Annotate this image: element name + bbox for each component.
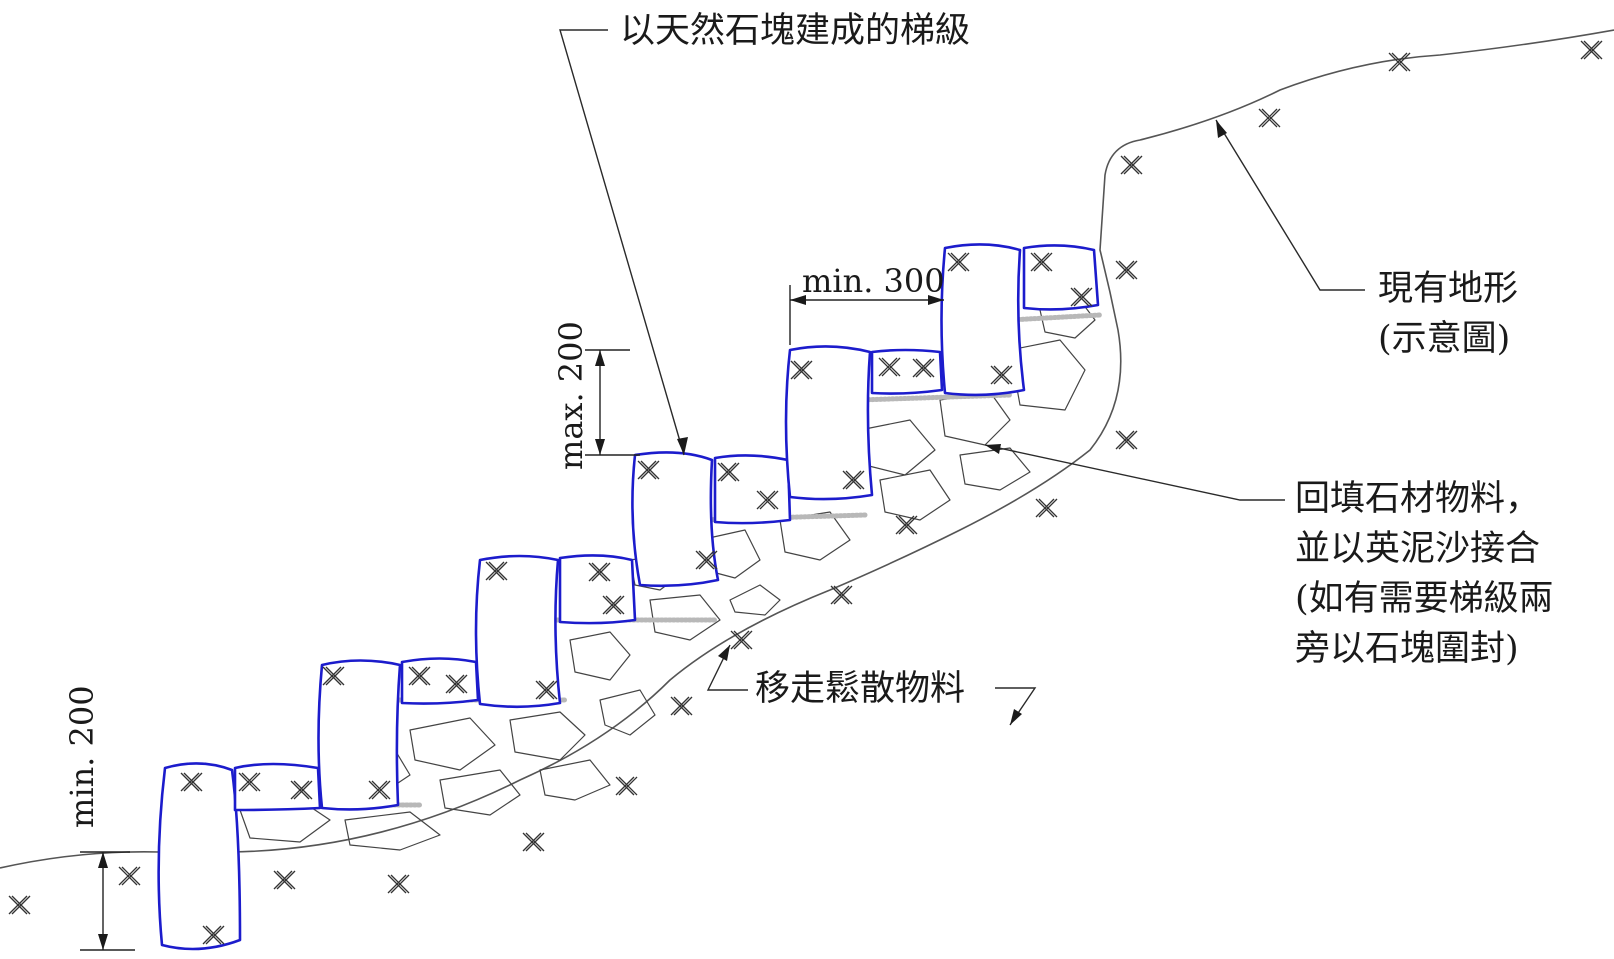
hatch-mark — [670, 696, 693, 716]
leader-steps: 以天然石塊建成的梯級 — [559, 11, 970, 456]
leader-terrain: 現有地形 (示意圖) — [1215, 119, 1518, 359]
stone-riser-3 — [474, 554, 562, 709]
hatch-mark — [830, 585, 853, 605]
leader-remove-loose: 移走鬆散物料 — [706, 644, 1037, 726]
hatch-mark — [238, 772, 261, 792]
stone-tread-5 — [870, 348, 944, 395]
hatch-mark — [730, 630, 753, 650]
hatch-mark — [1120, 155, 1143, 175]
hatch-mark — [8, 895, 31, 915]
stone-blocks — [157, 243, 1100, 951]
hatch-mark — [408, 666, 431, 686]
hatch-mark — [1580, 40, 1603, 60]
hatch-mark — [602, 595, 625, 615]
hatch-mark — [202, 925, 225, 945]
hatch-mark — [695, 550, 718, 570]
hatch-mark — [717, 462, 740, 482]
dimension-riser: max. 200 — [552, 321, 640, 470]
hatch-mark — [1388, 52, 1411, 72]
dimension-tread-label: min. 300 — [802, 262, 945, 300]
label-backfill-line4: 旁以石塊圍封) — [1295, 629, 1519, 669]
hatch-mark — [615, 776, 638, 796]
hatch-mark — [522, 832, 545, 852]
hatch-mark — [756, 490, 779, 510]
hatch-mark — [322, 666, 345, 686]
soil-hatch-marks — [8, 40, 1603, 945]
label-backfill-line2: 並以英泥沙接合 — [1295, 529, 1540, 569]
hatch-mark — [1258, 108, 1281, 128]
hatch-mark — [637, 460, 660, 480]
hatch-mark — [790, 360, 813, 380]
stone-tread-1 — [233, 762, 322, 812]
hatch-mark — [588, 562, 611, 582]
stone-tread-4 — [713, 454, 792, 525]
stone-tread-2 — [400, 657, 480, 705]
hatch-mark — [1070, 287, 1093, 307]
label-terrain-line1: 現有地形 — [1378, 269, 1518, 309]
label-backfill-line3: (如有需要梯級兩 — [1295, 579, 1554, 619]
existing-ground-line — [0, 29, 1614, 869]
stone-tread-6 — [1022, 244, 1100, 311]
hatch-mark — [535, 680, 558, 700]
hatch-mark — [912, 358, 935, 378]
hatch-mark — [1035, 498, 1058, 518]
hatch-mark — [118, 866, 141, 886]
hatch-mark — [990, 365, 1013, 385]
dimension-embed: min. 200 — [63, 685, 135, 951]
hatch-mark — [485, 561, 508, 581]
dimension-riser-label: max. 200 — [552, 321, 590, 470]
stone-riser-6 — [940, 243, 1026, 397]
stone-riser-5 — [784, 345, 874, 501]
stone-riser-1 — [157, 762, 242, 951]
hatch-mark — [368, 780, 391, 800]
hatch-mark — [180, 772, 203, 792]
hatch-mark — [895, 515, 918, 535]
hatch-mark — [1115, 430, 1138, 450]
label-remove-loose: 移走鬆散物料 — [755, 669, 965, 709]
hatch-mark — [1030, 252, 1053, 272]
label-steps: 以天然石塊建成的梯級 — [620, 11, 970, 51]
hatch-mark — [878, 357, 901, 377]
dimension-embed-label: min. 200 — [63, 685, 101, 828]
hatch-mark — [947, 252, 970, 272]
stone-riser-2 — [317, 659, 402, 811]
hatch-mark — [290, 780, 313, 800]
hatch-mark — [842, 470, 865, 490]
hatch-mark — [1115, 260, 1138, 280]
dimension-tread: min. 300 — [789, 262, 945, 345]
hatch-mark — [273, 870, 296, 890]
hatch-mark — [387, 874, 410, 894]
leader-backfill: 回填石材物料， 並以英泥沙接合 (如有需要梯級兩 旁以石塊圍封) — [984, 444, 1554, 669]
label-backfill-line1: 回填石材物料， — [1295, 479, 1540, 519]
hatch-mark — [445, 674, 468, 694]
label-terrain-line2: (示意圖) — [1378, 319, 1510, 359]
